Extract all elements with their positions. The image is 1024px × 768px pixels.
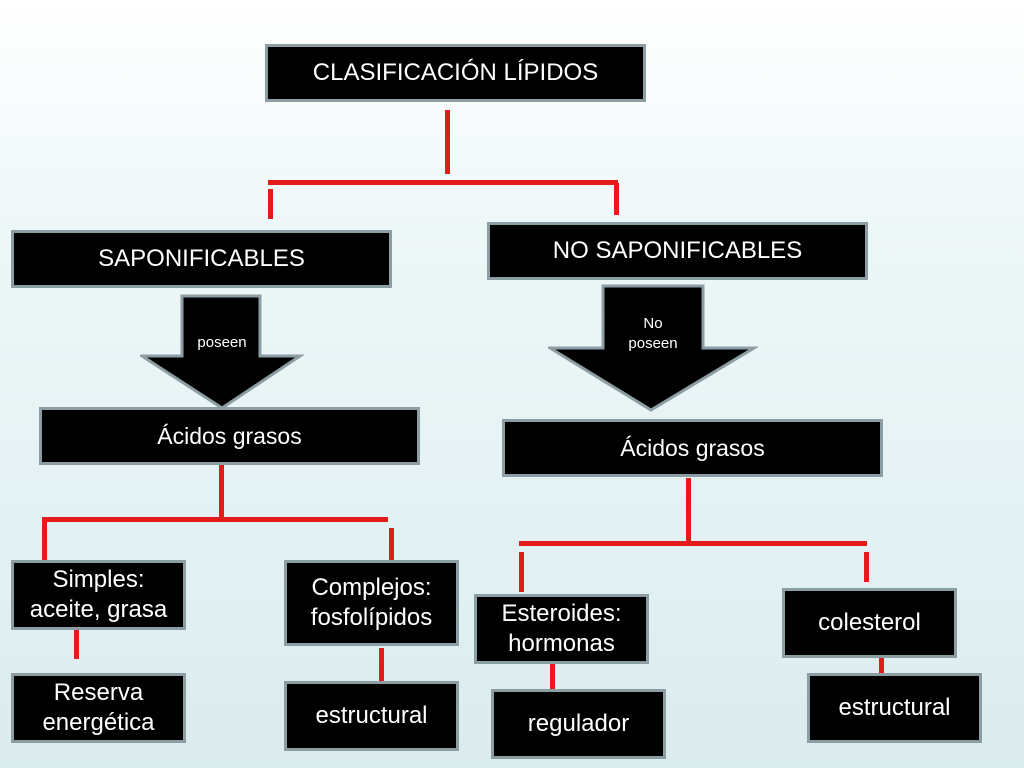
connector-to-colesterol [864,552,869,582]
simples-label: Simples: aceite, grasa [29,566,168,623]
complejos-estructural-box: estructural [284,681,459,751]
complejos-estructural-label: estructural [315,702,428,729]
reserva-energetica-box: Reserva energética [11,673,186,743]
esteroides-box: Esteroides: hormonas [474,594,649,664]
right-arrow-label: No poseen [628,315,678,352]
connector-right-horizontal [519,541,867,546]
root-box: CLASIFICACIÓN LÍPIDOS [265,44,646,102]
connector-to-complejos [389,528,394,560]
connector-esteroides-function [550,660,555,690]
regulador-label: regulador [527,710,630,737]
connector-right-down [686,478,691,542]
connector-to-no-saponificables [614,183,619,215]
connector-root-down [445,110,450,174]
left-acidos-grasos-box: Ácidos grasos [39,407,420,465]
colesterol-label: colesterol [818,609,921,636]
left-arrow-label: poseen [197,334,247,351]
saponificables-label: SAPONIFICABLES [98,245,305,272]
colesterol-estructural-box: estructural [807,673,982,743]
root-label: CLASIFICACIÓN LÍPIDOS [312,59,599,86]
connector-to-saponificables [268,189,273,219]
left-down-arrow [140,294,304,410]
saponificables-box: SAPONIFICABLES [11,230,392,288]
regulador-box: regulador [491,689,666,759]
right-acidos-grasos-label: Ácidos grasos [620,434,765,461]
connector-root-horizontal [268,180,618,185]
complejos-box: Complejos: fosfolípidos [284,560,459,646]
right-acidos-grasos-box: Ácidos grasos [502,419,883,477]
left-acidos-grasos-label: Ácidos grasos [157,422,302,449]
reserva-energetica-label: Reserva energética [42,679,155,736]
connector-to-simples [42,522,47,560]
no-saponificables-label: NO SAPONIFICABLES [552,237,803,264]
connector-left-down [219,462,224,520]
connector-colesterol-function [879,650,884,684]
connector-complejos-function [379,648,384,684]
colesterol-box: colesterol [782,588,957,658]
connector-left-horizontal [42,517,388,522]
complejos-label: Complejos: fosfolípidos [310,574,433,631]
right-down-arrow [548,284,758,412]
simples-box: Simples: aceite, grasa [11,560,186,630]
colesterol-estructural-label: estructural [838,694,951,721]
connector-to-esteroides [519,552,524,592]
esteroides-label: Esteroides: hormonas [501,600,622,657]
no-saponificables-box: NO SAPONIFICABLES [487,222,868,280]
connector-simples-function [74,625,79,659]
